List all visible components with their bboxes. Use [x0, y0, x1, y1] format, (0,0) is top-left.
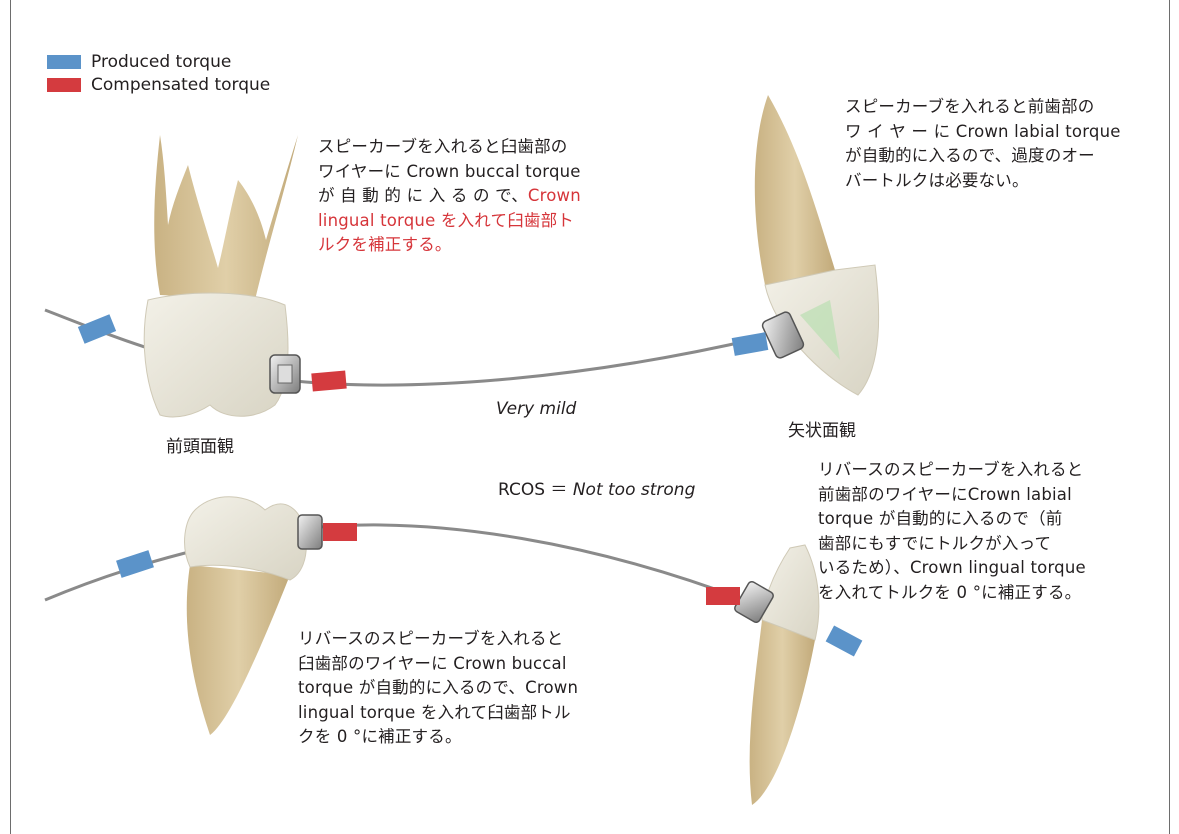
note-line: torque が自動的に入るので（前	[818, 507, 1086, 532]
top-left-note: スピーカーブを入れると臼歯部の ワイヤーに Crown buccal torqu…	[318, 135, 581, 258]
top-center-compensated-torque-marker	[311, 371, 346, 392]
note-line: スピーカーブを入れると前歯部の	[845, 95, 1121, 120]
note-line: ワ イ ヤ ー に Crown labial torque	[845, 120, 1121, 145]
top-right-produced-torque-marker	[732, 332, 769, 356]
note-highlight-line: ルクを補正する。	[318, 233, 581, 258]
rcos-value: Not too strong	[573, 480, 696, 500]
note-line: を入れてトルクを 0 °に補正する。	[818, 581, 1086, 606]
compensated-swatch	[47, 78, 81, 92]
legend-item-compensated: Compensated torque	[47, 73, 270, 96]
note-highlight-line: lingual torque を入れて臼歯部ト	[318, 209, 581, 234]
top-left-produced-torque-marker	[78, 314, 116, 343]
note-line: 歯部にもすでにトルクが入って	[818, 532, 1086, 557]
bottom-right-note: リバースのスピーカーブを入れると 前歯部のワイヤーにCrown labial t…	[818, 458, 1086, 605]
frontal-view-label: 前頭面観	[166, 432, 234, 457]
note-line: 臼歯部のワイヤーに Crown buccal	[298, 652, 578, 677]
legend-compensated-label: Compensated torque	[91, 73, 270, 97]
bottom-molar-tooth	[185, 497, 307, 735]
legend: Produced torque Compensated torque	[47, 50, 270, 96]
note-line: が自動的に入るので、過度のオー	[845, 144, 1121, 169]
note-highlight: Crown	[528, 186, 581, 205]
rcos-prefix: RCOS ＝	[498, 480, 573, 500]
legend-produced-label: Produced torque	[91, 50, 231, 74]
bottom-center-compensated-torque-marker	[323, 523, 357, 541]
note-line: リバースのスピーカーブを入れると	[298, 627, 578, 652]
bottom-incisor-tooth	[750, 545, 819, 805]
note-line: torque が自動的に入るので、Crown	[298, 676, 578, 701]
bottom-right-compensated-torque-marker	[706, 587, 740, 605]
note-line: バートルクは必要ない。	[845, 169, 1121, 194]
note-line: スピーカーブを入れると臼歯部の	[318, 135, 581, 160]
note-line: リバースのスピーカーブを入れると	[818, 458, 1086, 483]
rcos-label: RCOS ＝ Not too strong	[498, 475, 695, 500]
sagittal-view-label: 矢状面観	[788, 416, 856, 441]
note-line: lingual torque を入れて臼歯部トル	[298, 701, 578, 726]
top-molar-bracket	[270, 355, 300, 393]
note-line: が 自 動 的 に 入 る の で、Crown	[318, 184, 581, 209]
very-mild-label: Very mild	[496, 399, 576, 419]
note-line: いるため）、Crown lingual torque	[818, 556, 1086, 581]
legend-item-produced: Produced torque	[47, 50, 270, 73]
note-line-part: が 自 動 的 に 入 る の で、	[318, 186, 528, 205]
bottom-right-produced-torque-marker	[826, 626, 863, 657]
bottom-left-note: リバースのスピーカーブを入れると 臼歯部のワイヤーに Crown buccal …	[298, 627, 578, 750]
top-right-note: スピーカーブを入れると前歯部の ワ イ ヤ ー に Crown labial t…	[845, 95, 1121, 193]
produced-swatch	[47, 55, 81, 69]
note-line: ワイヤーに Crown buccal torque	[318, 160, 581, 185]
note-line: 前歯部のワイヤーにCrown labial	[818, 483, 1086, 508]
note-line: クを 0 °に補正する。	[298, 725, 578, 750]
bottom-left-produced-torque-marker	[116, 550, 154, 578]
bottom-molar-bracket	[298, 515, 322, 549]
